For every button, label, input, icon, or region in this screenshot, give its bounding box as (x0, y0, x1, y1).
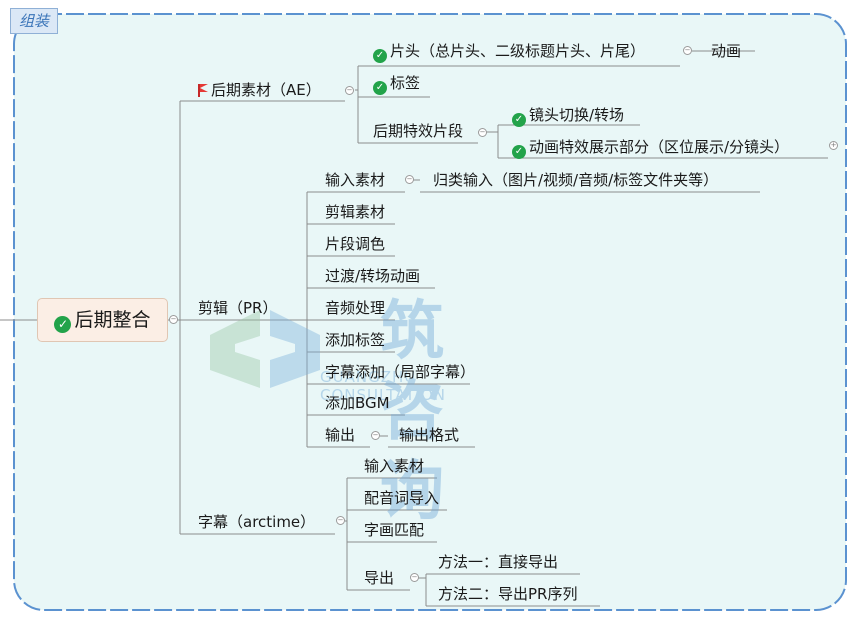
topic-ae[interactable]: 后期素材（AE） (198, 80, 321, 100)
topic-pr-bgm[interactable]: 添加BGM (325, 394, 390, 412)
collapse-toggle[interactable]: − (478, 128, 487, 137)
topic-transition[interactable]: ✓镜头切换/转场 (512, 105, 624, 127)
topic-pr-input[interactable]: 输入素材 (325, 171, 386, 189)
topic-label-tag[interactable]: ✓标签 (373, 73, 420, 95)
flag-icon (198, 84, 208, 97)
collapse-toggle[interactable]: − (169, 315, 178, 324)
topic-animation[interactable]: 动画 (711, 42, 742, 60)
collapse-toggle[interactable]: − (371, 431, 380, 440)
topic-pr-subtitles[interactable]: 字幕添加（局部字幕） (325, 363, 476, 381)
topic-label-tag-label: 标签 (390, 74, 421, 92)
root-label: 后期整合 (74, 309, 151, 331)
root-topic[interactable]: ✓后期整合 (37, 298, 168, 342)
collapse-toggle[interactable]: − (410, 573, 419, 582)
check-icon: ✓ (373, 81, 387, 95)
topic-sub-export[interactable]: 导出 (364, 569, 395, 587)
topic-sub-method1[interactable]: 方法一：直接导出 (438, 553, 559, 571)
topic-sub-method2[interactable]: 方法二：导出PR序列 (438, 585, 578, 603)
topic-subtitle[interactable]: 字幕（arctime） (198, 513, 316, 531)
check-icon: ✓ (512, 113, 526, 127)
topic-pr-edit[interactable]: 剪辑素材 (325, 203, 386, 221)
topic-sub-dub[interactable]: 配音词导入 (364, 489, 440, 507)
topic-sub-match[interactable]: 字画匹配 (364, 521, 425, 539)
topic-pr[interactable]: 剪辑（PR） (198, 299, 278, 317)
topic-intro[interactable]: ✓片头（总片头、二级标题片头、片尾） (373, 41, 645, 63)
topic-pr-audio[interactable]: 音频处理 (325, 299, 386, 317)
check-icon: ✓ (54, 316, 72, 333)
topic-transition-label: 镜头切换/转场 (529, 106, 625, 124)
collapse-toggle[interactable]: − (405, 175, 414, 184)
topic-animation-effects-label: 动画特效展示部分（区位展示/分镜头） (529, 138, 790, 156)
topic-pr-format[interactable]: 输出格式 (399, 426, 460, 444)
topic-pr-grade[interactable]: 片段调色 (325, 235, 386, 253)
topic-effects[interactable]: 后期特效片段 (373, 122, 464, 140)
check-icon: ✓ (512, 145, 526, 159)
topic-intro-label: 片头（总片头、二级标题片头、片尾） (390, 42, 646, 60)
connector-lines (0, 50, 828, 607)
collapse-toggle[interactable]: − (336, 516, 345, 525)
collapse-toggle[interactable]: − (345, 86, 354, 95)
check-icon: ✓ (373, 49, 387, 63)
topic-pr-tags[interactable]: 添加标签 (325, 331, 386, 349)
topic-pr-output[interactable]: 输出 (325, 426, 356, 444)
topic-ae-label: 后期素材（AE） (211, 81, 321, 99)
topic-sub-input[interactable]: 输入素材 (364, 457, 425, 475)
topic-pr-classify[interactable]: 归类输入（图片/视频/音频/标签文件夹等） (433, 171, 719, 189)
topic-animation-effects[interactable]: ✓动画特效展示部分（区位展示/分镜头） (512, 137, 789, 159)
expand-toggle[interactable]: + (829, 141, 838, 150)
topic-pr-transition[interactable]: 过渡/转场动画 (325, 267, 421, 285)
group-tag[interactable]: 组装 (10, 8, 58, 34)
collapse-toggle[interactable]: − (683, 46, 692, 55)
